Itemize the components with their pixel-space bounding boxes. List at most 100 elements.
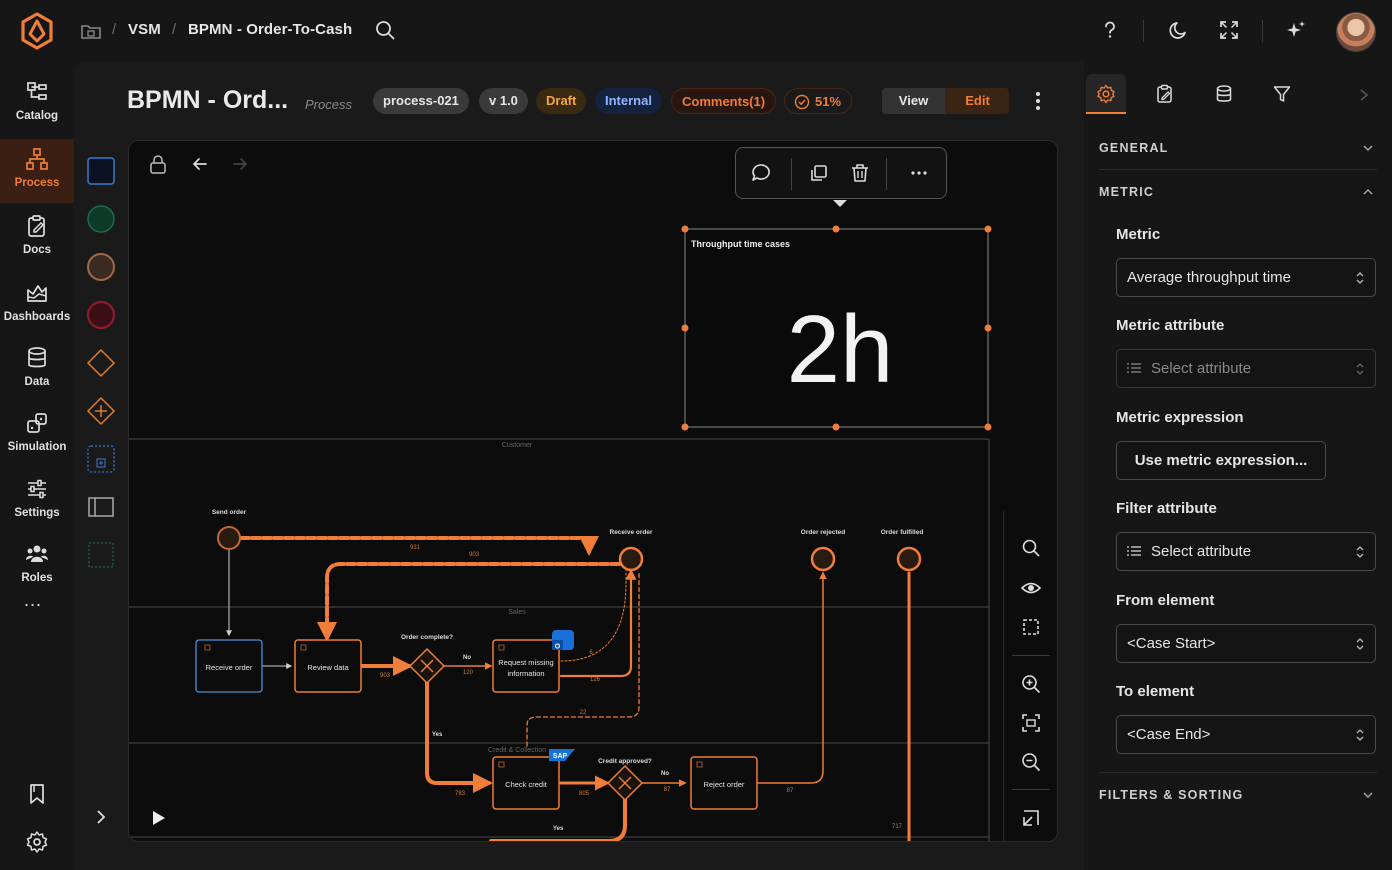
section-metric-header[interactable]: METRIC: [1099, 170, 1377, 214]
chevron-up-down-icon: [1356, 546, 1364, 558]
from-element-label: From element: [1116, 592, 1215, 609]
tab-settings[interactable]: [1086, 74, 1126, 114]
parallel-gateway-tool-icon[interactable]: [86, 396, 116, 426]
chevron-up-down-icon: [1356, 363, 1364, 375]
divider: [1143, 20, 1144, 42]
tab-documentation[interactable]: [1145, 74, 1185, 114]
rail-item-dashboards[interactable]: Dashboards: [0, 273, 74, 337]
more-horizontal-icon[interactable]: [908, 162, 930, 184]
version-badge[interactable]: v 1.0: [479, 88, 528, 114]
subprocess-tool-icon[interactable]: [86, 444, 116, 474]
section-general-header[interactable]: GENERAL: [1099, 126, 1377, 170]
help-icon[interactable]: [1099, 19, 1121, 41]
metric-select[interactable]: Average throughput time: [1116, 258, 1376, 297]
folder-icon[interactable]: [80, 20, 102, 42]
rail-item-data[interactable]: Data: [0, 338, 74, 402]
rail-item-catalog[interactable]: Catalog: [0, 72, 74, 136]
events: Send order Receive order Order rejected …: [212, 509, 923, 572]
task-label: Check credit: [505, 780, 548, 789]
more-options-icon[interactable]: [1028, 90, 1048, 112]
expand-palette-chevron-right-icon[interactable]: [92, 808, 110, 826]
metric-widget[interactable]: Throughput time cases 2h: [681, 200, 992, 431]
play-simulation-icon[interactable]: [147, 807, 169, 829]
from-element-select[interactable]: <Case Start>: [1116, 624, 1376, 663]
use-metric-expression-button[interactable]: Use metric expression...: [1116, 441, 1326, 480]
process-canvas[interactable]: Customer Sales Credit & Collection: [128, 140, 1058, 842]
to-element-select[interactable]: <Case End>: [1116, 715, 1376, 754]
canvas-view-controls: [1003, 511, 1057, 841]
fullscreen-icon[interactable]: [1218, 19, 1240, 41]
event-label: Order rejected: [801, 529, 845, 536]
view-mode-button[interactable]: View: [882, 88, 945, 114]
rail-item-process[interactable]: Process: [0, 139, 74, 203]
tab-data[interactable]: [1204, 74, 1244, 114]
comment-icon[interactable]: [750, 162, 772, 184]
start-event-tool-icon[interactable]: [86, 204, 116, 234]
eye-icon[interactable]: [1020, 577, 1042, 599]
task-tool-icon[interactable]: [86, 156, 116, 186]
status-badge[interactable]: Draft: [536, 88, 587, 114]
breadcrumb-current[interactable]: BPMN - Order-To-Cash: [188, 21, 353, 38]
redo-arrow-right-icon[interactable]: [229, 153, 251, 175]
section-title: FILTERS & SORTING: [1099, 788, 1244, 802]
zoom-in-icon[interactable]: [1020, 673, 1042, 695]
breadcrumb-separator: /: [112, 21, 117, 38]
search-icon[interactable]: [374, 19, 396, 41]
rail-item-settings[interactable]: Settings: [0, 469, 74, 533]
rail-item-simulation[interactable]: Simulation: [0, 403, 74, 467]
svg-text:126: 126: [590, 677, 601, 683]
divider: [1012, 789, 1050, 790]
end-event-tool-icon[interactable]: [86, 300, 116, 330]
rail-item-label: Data: [24, 376, 50, 388]
to-element-value: <Case End>: [1127, 726, 1211, 743]
search-icon[interactable]: [1020, 537, 1042, 559]
collapse-corner-icon[interactable]: [1020, 807, 1042, 829]
process-id-badge: process-021: [373, 88, 469, 114]
top-bar: / VSM / BPMN - Order-To-Cash: [0, 0, 1392, 62]
edit-mode-button[interactable]: Edit: [946, 88, 1009, 114]
duplicate-icon[interactable]: [808, 162, 830, 184]
svg-text:Yes: Yes: [553, 826, 564, 832]
select-area-icon[interactable]: [1020, 616, 1042, 638]
group-tool-icon[interactable]: [86, 540, 116, 570]
svg-text:O: O: [555, 644, 561, 651]
dark-mode-moon-icon[interactable]: [1168, 19, 1190, 41]
ai-sparkle-icon[interactable]: [1285, 19, 1307, 41]
tasks: Receive order Review data Request missin…: [195, 639, 758, 810]
sap-connector-badge[interactable]: SAP: [549, 749, 575, 761]
metric-widget-title: Throughput time cases: [691, 239, 790, 249]
svg-text:No: No: [463, 655, 471, 661]
left-navigation-rail: Catalog Process Docs Dashboards Data: [0, 62, 74, 870]
app-logo-icon[interactable]: [20, 12, 54, 50]
rail-item-roles[interactable]: Roles: [0, 534, 74, 598]
fit-to-screen-icon[interactable]: [1020, 712, 1042, 734]
outlook-connector-badge[interactable]: O: [552, 630, 574, 651]
gear-icon[interactable]: [25, 830, 49, 854]
catalog-icon: [27, 82, 47, 100]
sap-label: SAP: [553, 753, 568, 760]
trash-icon[interactable]: [849, 162, 871, 184]
selection-handles[interactable]: [681, 225, 992, 431]
svg-text:6: 6: [589, 650, 593, 656]
tab-filter[interactable]: [1262, 74, 1302, 114]
metric-attribute-select[interactable]: Select attribute: [1116, 349, 1376, 388]
visibility-badge[interactable]: Internal: [595, 88, 662, 114]
undo-arrow-left-icon[interactable]: [189, 153, 211, 175]
lock-icon[interactable]: [147, 153, 169, 175]
rail-more-button[interactable]: ...: [24, 590, 43, 610]
score-badge[interactable]: 51%: [784, 88, 853, 114]
comments-badge[interactable]: Comments(1): [671, 88, 777, 114]
zoom-out-icon[interactable]: [1020, 751, 1042, 773]
collapse-panel-chevron-right-icon[interactable]: [1358, 88, 1370, 102]
breadcrumb-root[interactable]: VSM: [128, 21, 161, 38]
gateway-tool-icon[interactable]: [86, 348, 116, 378]
user-avatar[interactable]: [1336, 12, 1376, 52]
task-label: Receive order: [206, 663, 253, 672]
section-filters-sorting-header[interactable]: FILTERS & SORTING: [1099, 772, 1377, 816]
rail-item-docs[interactable]: Docs: [0, 206, 74, 270]
data-icon: [1216, 85, 1232, 102]
pool-tool-icon[interactable]: [86, 492, 116, 522]
bookmark-icon[interactable]: [25, 782, 49, 806]
intermediate-event-tool-icon[interactable]: [86, 252, 116, 282]
filter-attribute-select[interactable]: Select attribute: [1116, 532, 1376, 571]
